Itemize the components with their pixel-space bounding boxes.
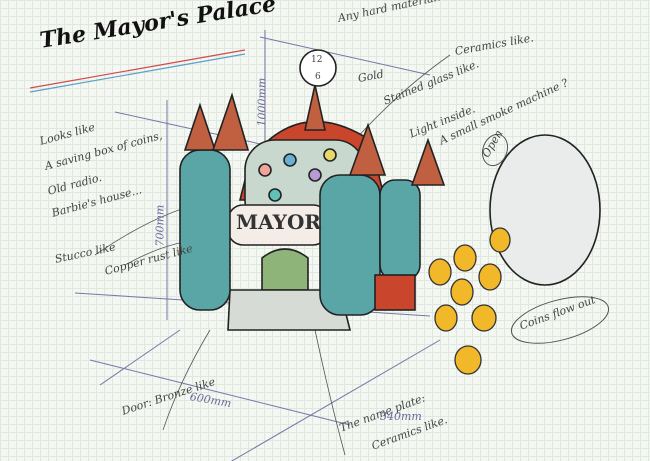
clock-12: 12 (311, 55, 323, 65)
palace-illustration (179, 49, 601, 331)
dimension-height-top: 1000mm (255, 77, 269, 127)
dimension-depth: 340mm (380, 410, 422, 423)
coins (428, 227, 511, 375)
mayor-sign: MAYOR (236, 210, 321, 234)
clock-6: 6 (315, 72, 321, 82)
dimension-height-side: 700mm (153, 204, 167, 247)
